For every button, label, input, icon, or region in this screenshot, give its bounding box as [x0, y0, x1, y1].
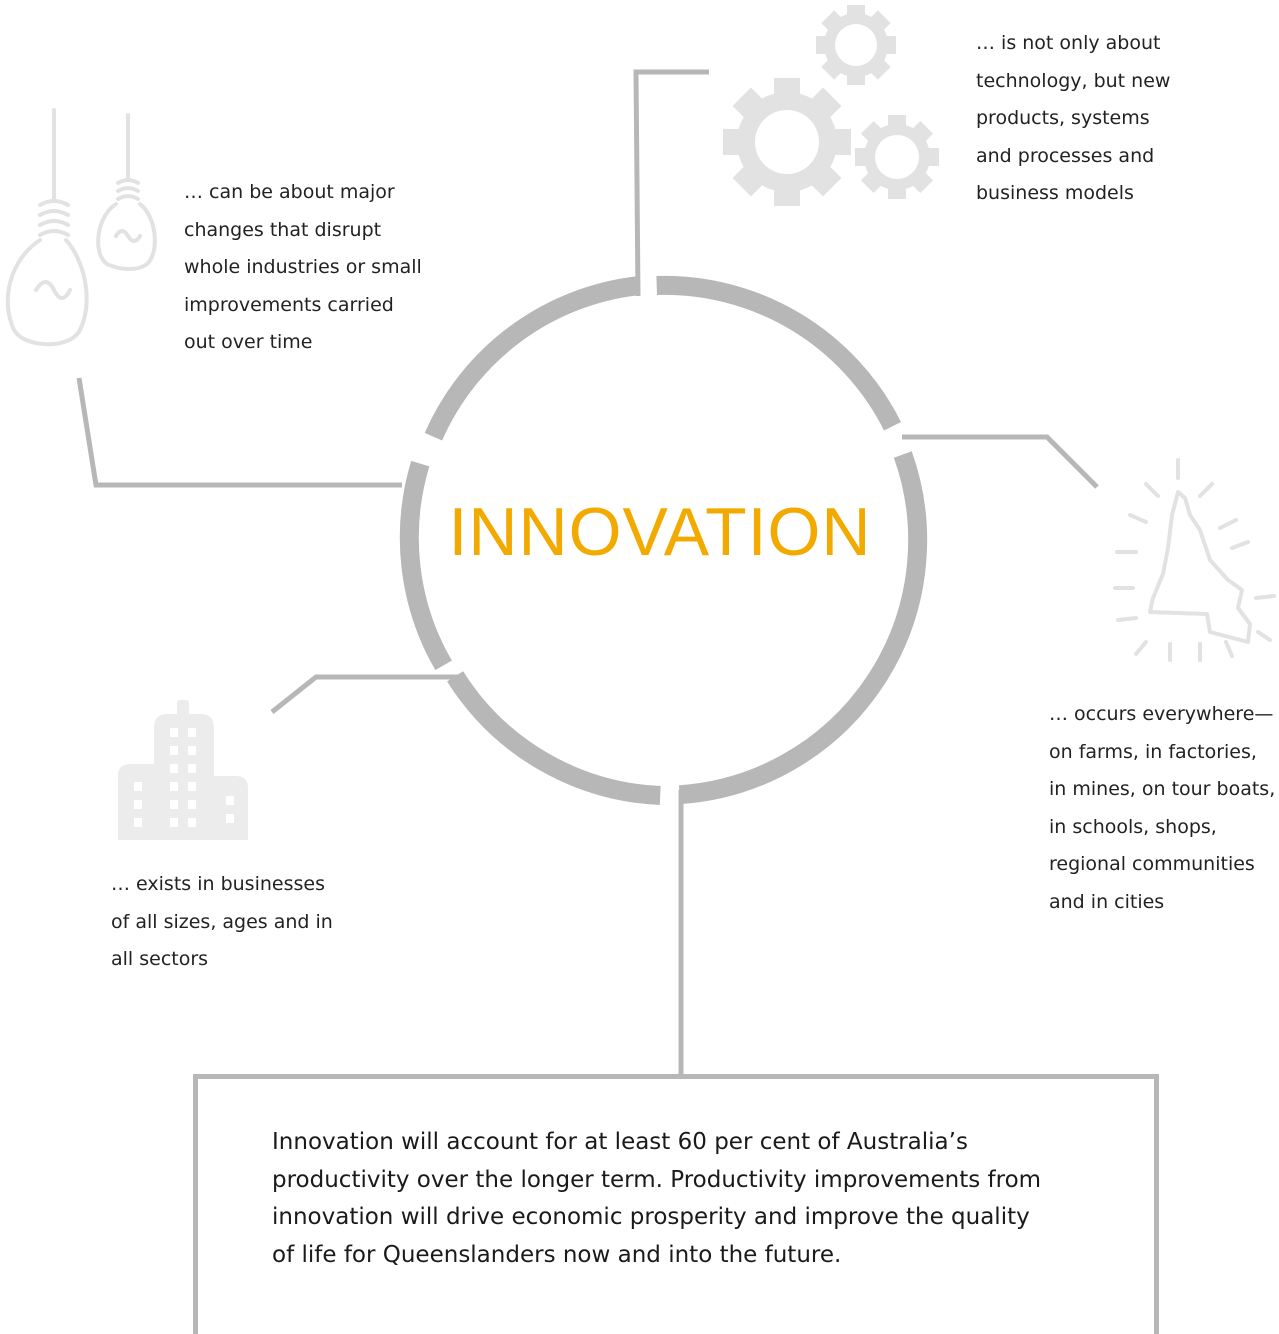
- connector-gears: [633, 69, 709, 297]
- note-businesses: … exists in businesses of all sizes, age…: [111, 866, 333, 979]
- queensland-map-icon: [1113, 458, 1276, 662]
- note-line: whole industries or small: [184, 256, 422, 278]
- connector-lines: [76, 69, 1099, 1078]
- note-line: … can be about major: [184, 181, 395, 203]
- summary-box: [193, 1074, 1159, 1334]
- note-line: changes that disrupt: [184, 218, 382, 241]
- note-line: technology, but new: [976, 69, 1171, 92]
- note-line: regional communities: [1049, 853, 1255, 875]
- note-line: and in cities: [1049, 890, 1165, 913]
- note-line: on farms, in factories,: [1049, 740, 1257, 763]
- note-line: … occurs everywhere—: [1049, 703, 1274, 725]
- connector-map: [902, 434, 1099, 489]
- note-line: business models: [976, 182, 1134, 204]
- gears-icon: [723, 5, 939, 206]
- note-everywhere: … occurs everywhere— on farms, in factor…: [1049, 696, 1275, 921]
- innovation-ring: [399, 275, 928, 805]
- note-bulbs: … can be about major changes that disrup…: [184, 174, 422, 362]
- light-bulbs-icon: [5, 108, 157, 347]
- note-line: … is not only about: [976, 32, 1161, 54]
- connector-buildings: [270, 674, 461, 714]
- note-line: of all sizes, ages and in: [111, 910, 333, 933]
- summary-line: Innovation will account for at least 60 …: [272, 1129, 968, 1155]
- note-line: … exists in businesses: [111, 873, 325, 895]
- summary-line: innovation will drive economic prosperit…: [272, 1204, 1030, 1230]
- innovation-title: INNOVATION: [448, 494, 872, 570]
- summary-line: productivity over the longer term. Produ…: [272, 1166, 1042, 1193]
- connector-bulbs: [76, 377, 402, 488]
- buildings-icon: [118, 700, 248, 840]
- note-line: all sectors: [111, 948, 209, 970]
- note-line: and processes and: [976, 144, 1155, 167]
- note-gears: … is not only about technology, but new …: [976, 25, 1170, 213]
- note-line: out over time: [184, 331, 313, 353]
- note-line: in mines, on tour boats,: [1049, 778, 1276, 800]
- note-line: improvements carried: [184, 293, 394, 316]
- note-line: in schools, shops,: [1049, 815, 1217, 838]
- summary-line: of life for Queenslanders now and into t…: [272, 1241, 842, 1268]
- building-windows: [134, 728, 234, 827]
- note-line: products, systems: [976, 107, 1150, 129]
- summary-text: Innovation will account for at least 60 …: [272, 1124, 1092, 1274]
